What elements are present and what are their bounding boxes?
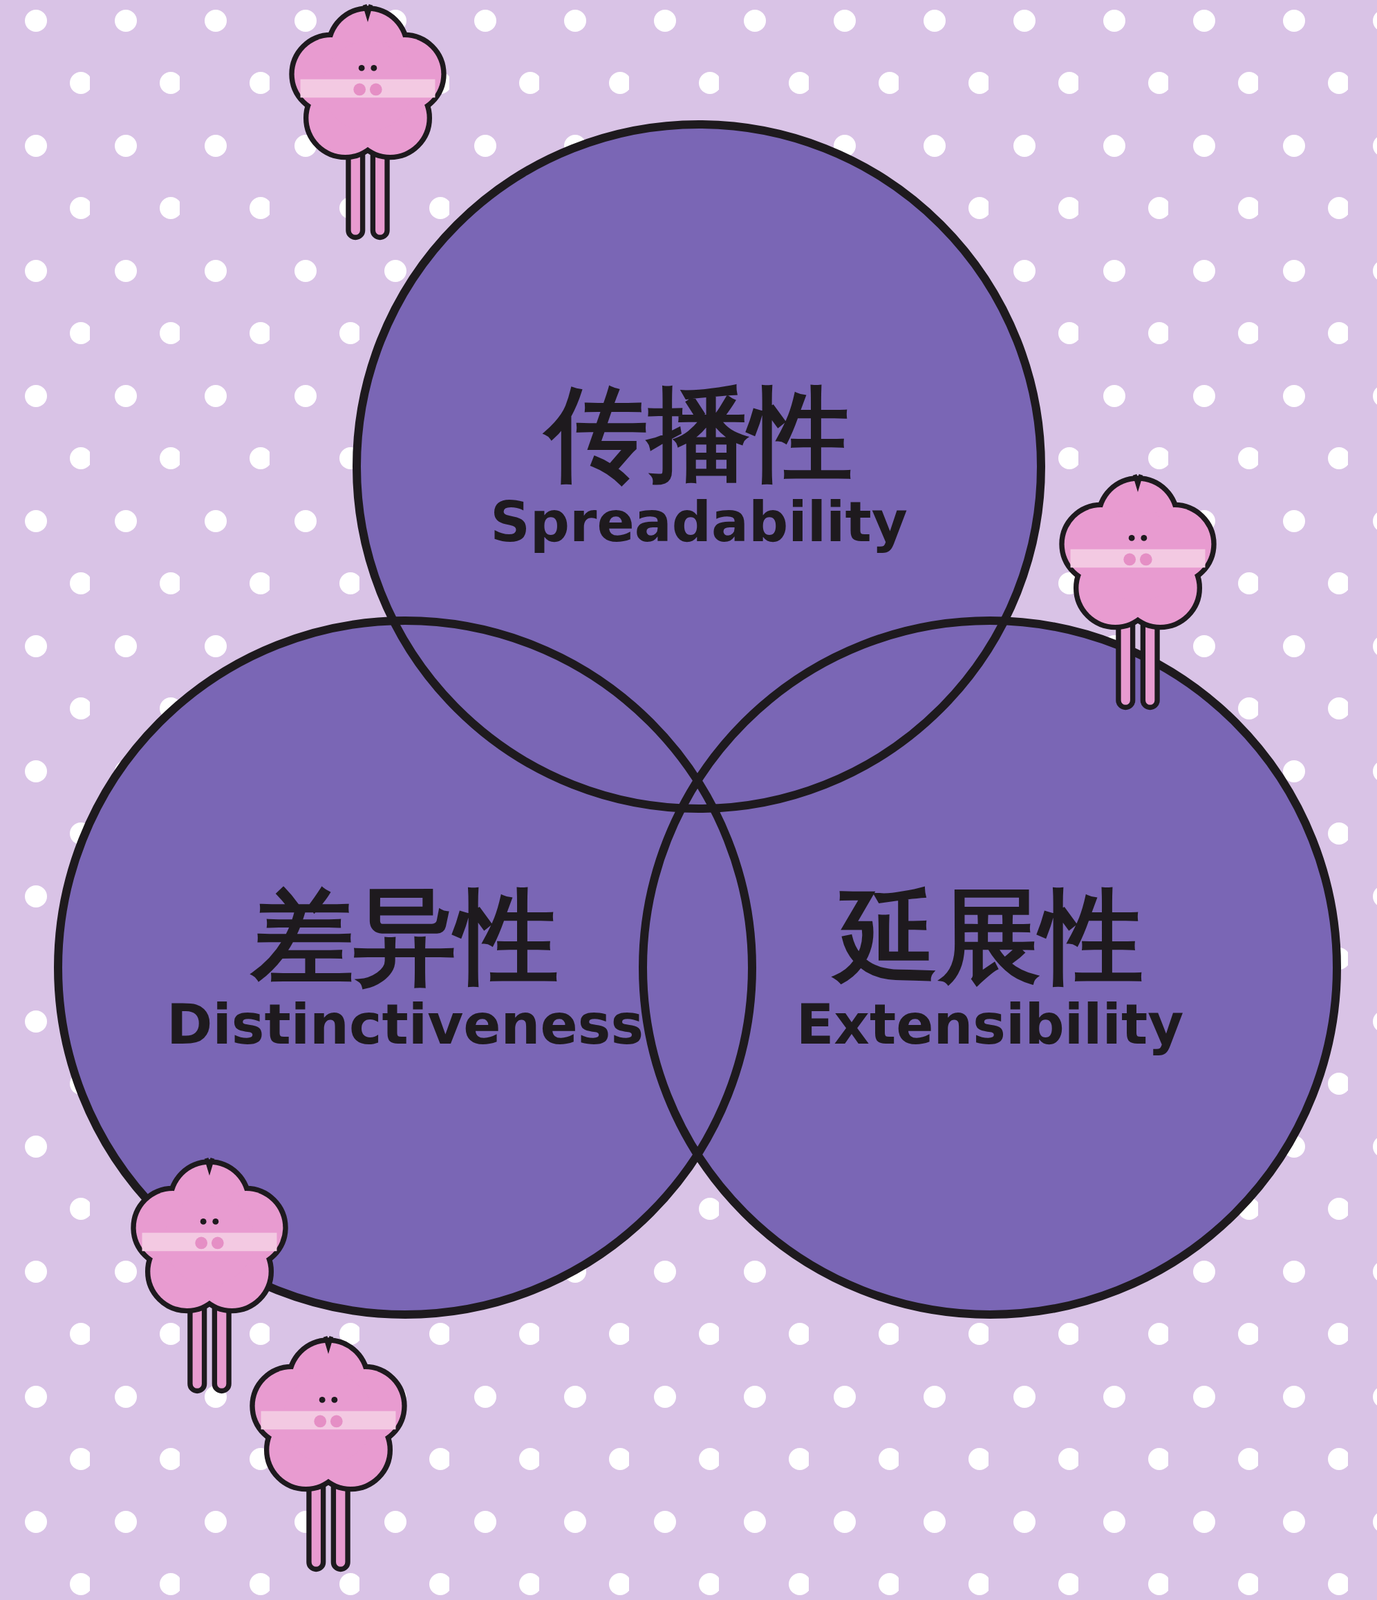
circle-title-en: Extensibility bbox=[642, 993, 1337, 1057]
venn-circle: 延展性Extensibility bbox=[642, 620, 1337, 1315]
circle-title-zh: 传播性 bbox=[356, 378, 1042, 491]
circle-title-zh: 延展性 bbox=[642, 880, 1337, 994]
circle-fills bbox=[58, 124, 1337, 1315]
venn-circle: 传播性Spreadability bbox=[356, 124, 1042, 809]
venn-circle: 差异性Distinctiveness bbox=[58, 620, 753, 1315]
circle-label: 传播性Spreadability bbox=[356, 378, 1042, 555]
circle-label: 延展性Extensibility bbox=[642, 880, 1337, 1057]
circle-title-en: Spreadability bbox=[356, 490, 1042, 555]
